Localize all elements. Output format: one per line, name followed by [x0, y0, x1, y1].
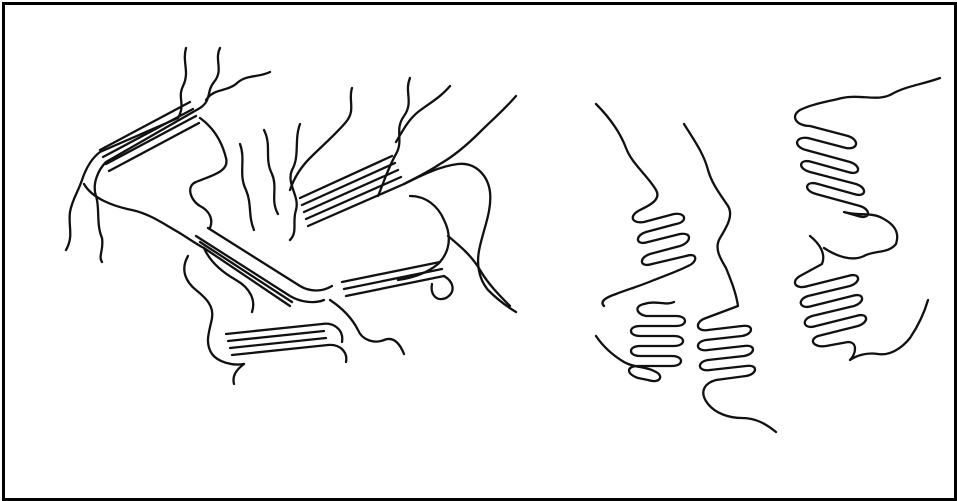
bottom-tail	[233, 364, 244, 384]
chain-2	[596, 302, 685, 381]
strand-upper-6	[240, 144, 254, 230]
left-cluster	[66, 48, 516, 384]
band-center-a	[196, 236, 324, 302]
outline-bottom-right	[330, 300, 404, 354]
outline-right	[404, 164, 516, 312]
band-center-c	[204, 248, 290, 306]
strand-left-3	[206, 72, 270, 100]
strand-upper-2	[290, 88, 352, 190]
strand-upper-7	[264, 130, 278, 214]
strand-upper-3	[378, 78, 410, 196]
outline-right-inner	[398, 196, 449, 280]
band-bottom-d	[232, 345, 346, 362]
band-upper-b	[302, 163, 395, 205]
band-upper-a	[300, 156, 392, 198]
chain-1	[596, 104, 695, 306]
strand-left-1	[66, 48, 186, 250]
strand-upper-1	[290, 124, 300, 240]
outline-center-left	[190, 118, 226, 228]
chain-4	[795, 78, 940, 258]
strand-left-2	[95, 48, 220, 262]
chain-5	[795, 236, 928, 360]
chain-3	[684, 124, 776, 432]
band-lower-hook	[432, 276, 453, 299]
right-cluster	[596, 78, 940, 432]
